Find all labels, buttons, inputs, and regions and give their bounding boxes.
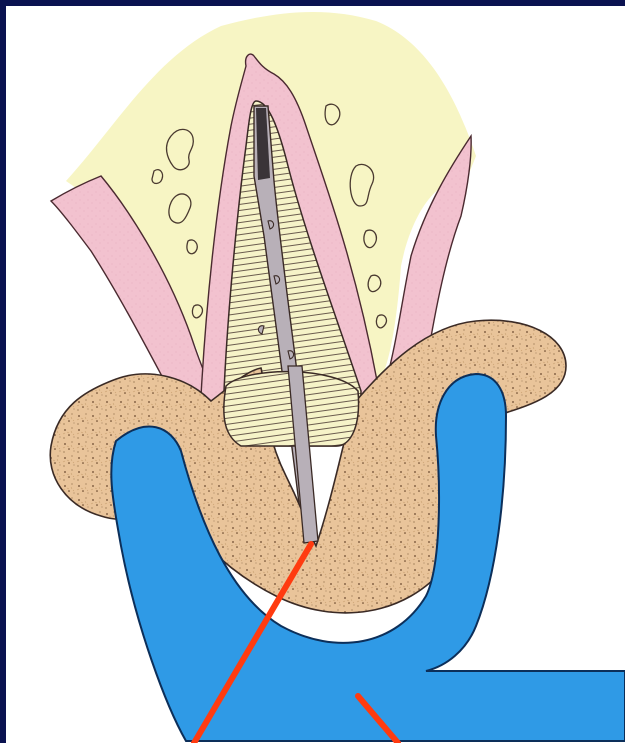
dental-diagram: [6, 6, 625, 743]
diagram-canvas: [6, 6, 625, 743]
